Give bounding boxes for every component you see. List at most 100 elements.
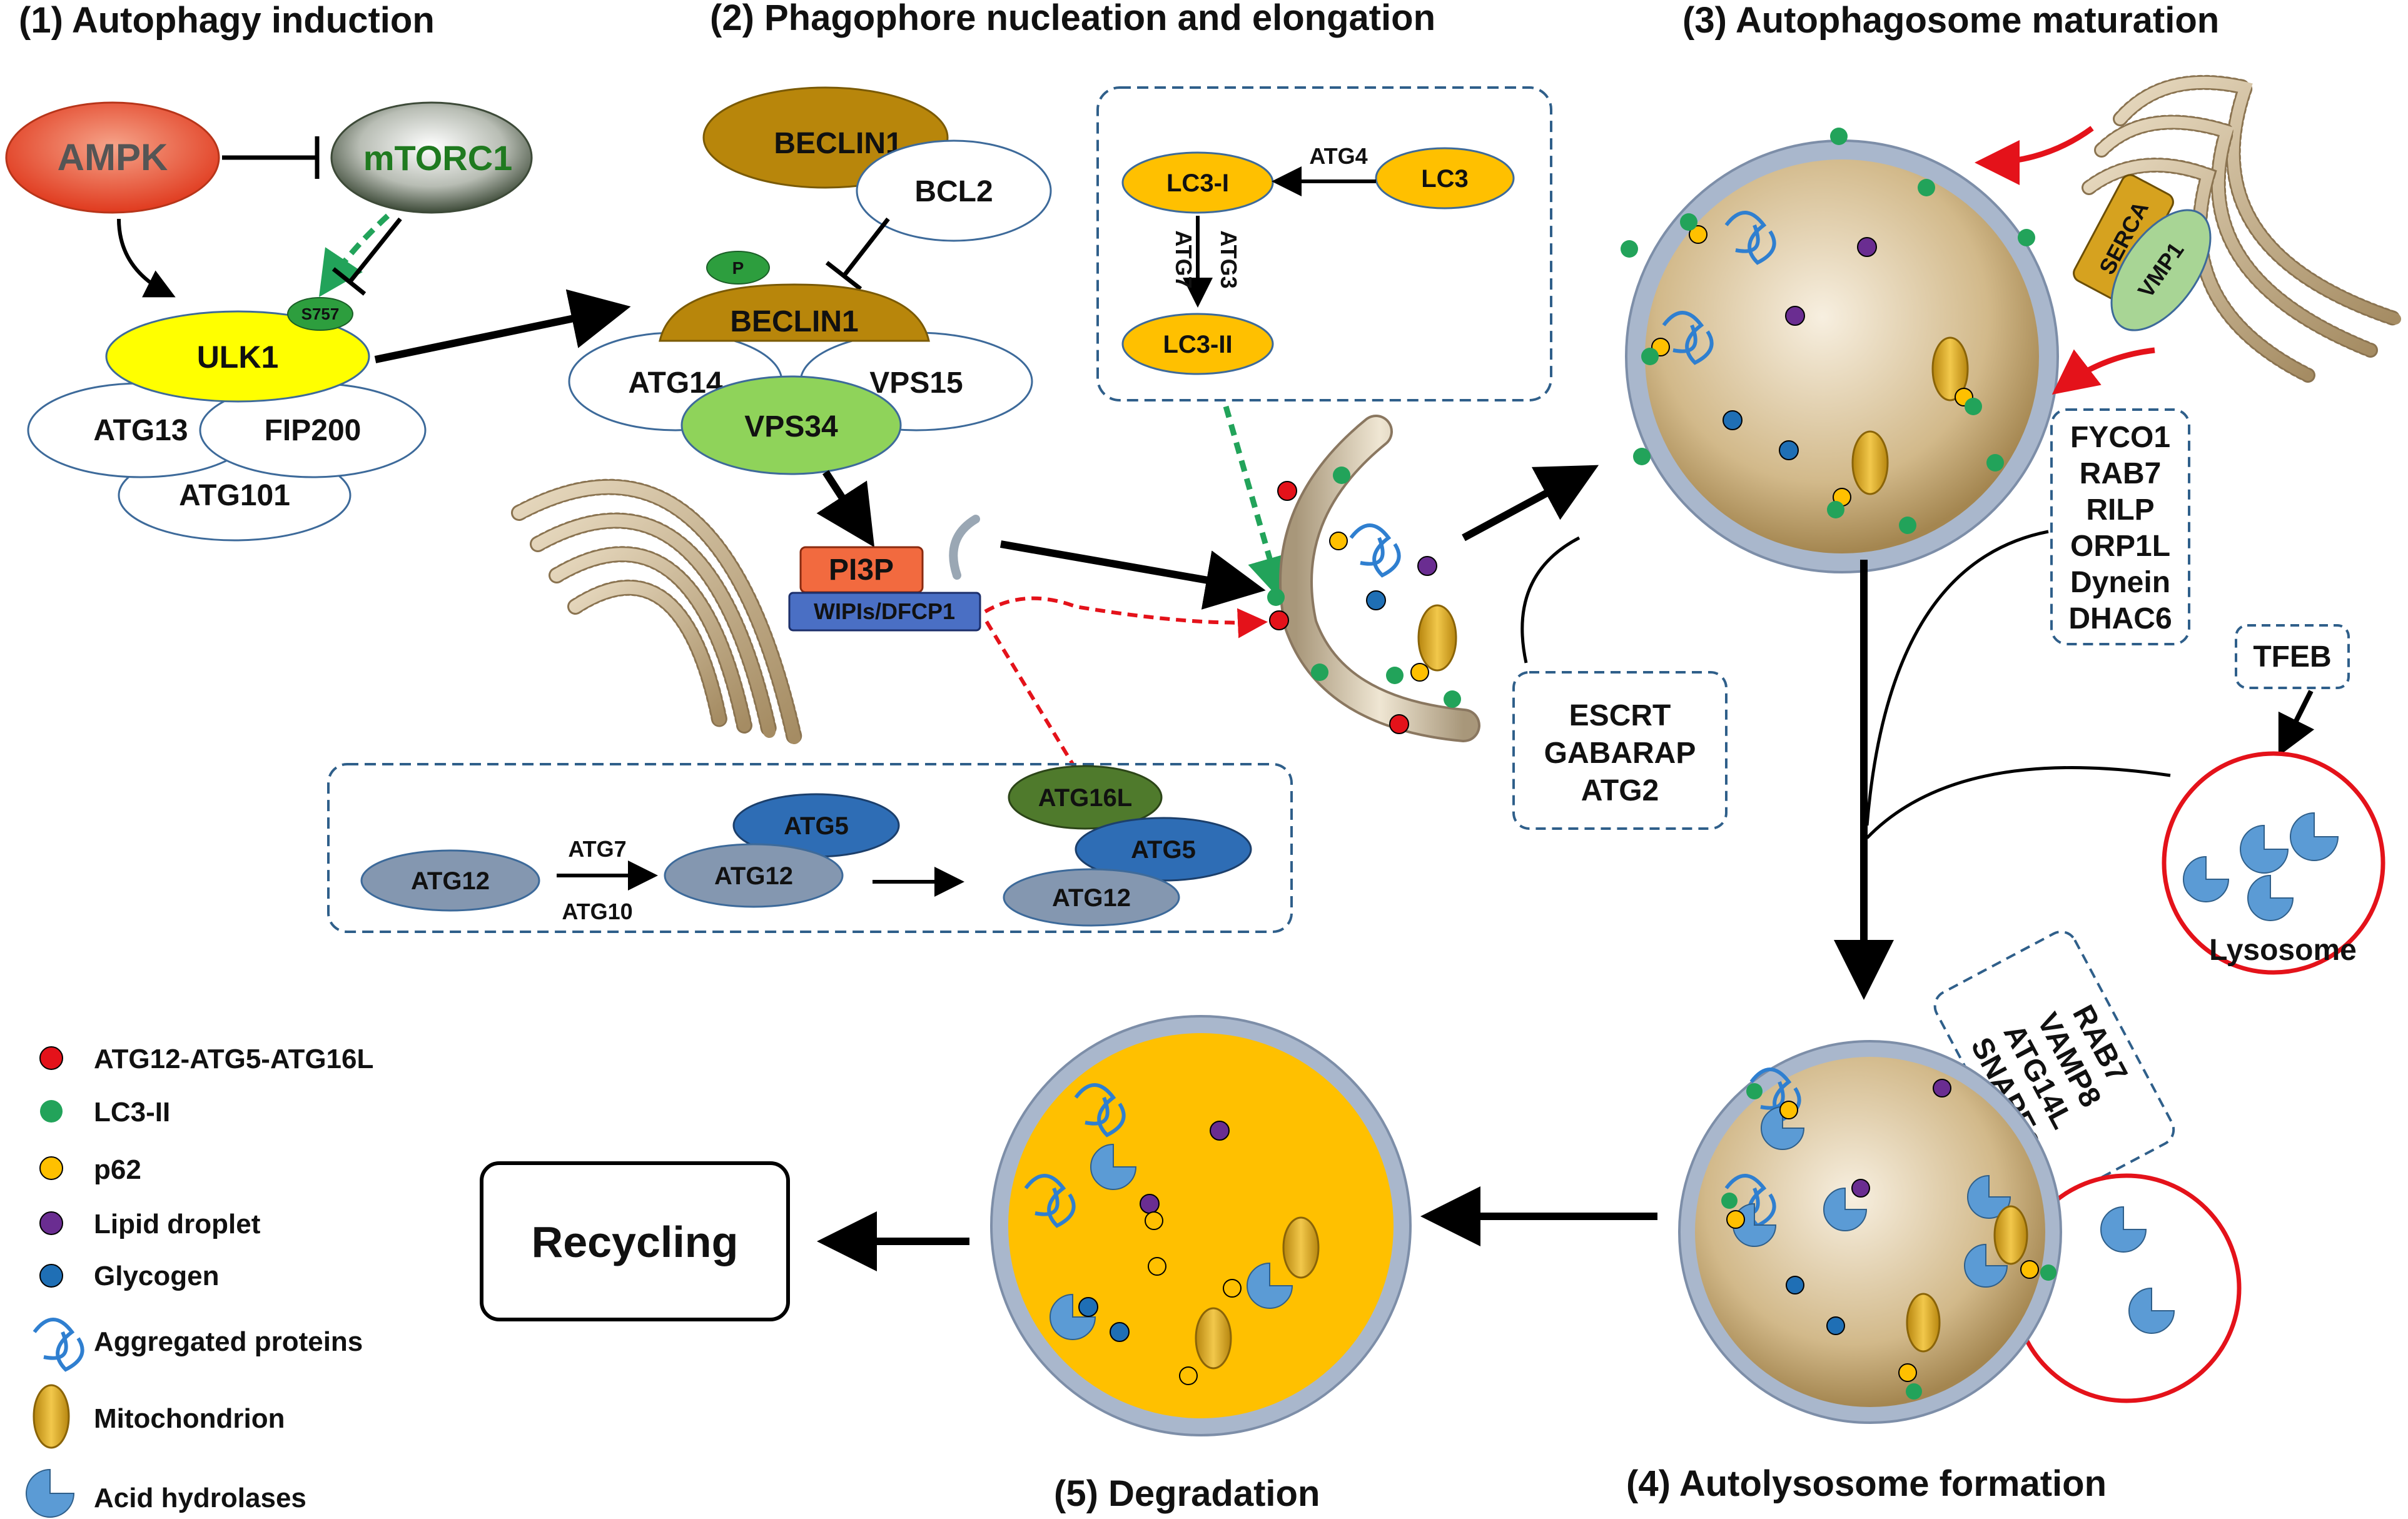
p62-dot bbox=[1689, 225, 1707, 244]
lc3ii-dot bbox=[1918, 179, 1935, 196]
fyco-curve bbox=[1865, 530, 2049, 826]
aggregate-icon bbox=[1074, 1083, 1126, 1138]
bcl2-label: BCL2 bbox=[914, 175, 993, 208]
hydrolase-icon bbox=[1823, 1187, 1868, 1231]
p62-dot bbox=[1726, 1210, 1745, 1229]
header-induction: (1) Autophagy induction bbox=[19, 0, 435, 41]
lc3ii-dot bbox=[1633, 448, 1651, 465]
p62-dot bbox=[1410, 663, 1429, 682]
beclin1-node bbox=[659, 283, 930, 342]
hydrolase-icon bbox=[2290, 812, 2339, 861]
phagophore bbox=[1267, 415, 1480, 742]
ampk-node bbox=[5, 101, 220, 214]
lc3-to-phagophore-dashed bbox=[1223, 405, 1292, 602]
lc3ii-dot bbox=[1827, 501, 1844, 518]
lc3ii-dot bbox=[1267, 588, 1285, 606]
vps34-to-pi3p-arrow bbox=[816, 470, 875, 548]
ulk1-node bbox=[105, 310, 370, 403]
hydrolase-icon bbox=[2183, 855, 2230, 902]
mtorc1-inhibits-ulk1 bbox=[348, 217, 402, 283]
mitochondrion-icon bbox=[1195, 1307, 1232, 1370]
snare-box-frame bbox=[1933, 931, 2175, 1206]
lipid-droplet bbox=[1851, 1179, 1870, 1198]
p62-dot bbox=[1329, 532, 1348, 550]
atg4-label: ATG4 bbox=[1309, 143, 1367, 169]
legend-label-0: ATG12-ATG5-ATG16L bbox=[94, 1044, 373, 1074]
mitochondrion-icon bbox=[1282, 1216, 1320, 1279]
lc3ii-dot bbox=[1333, 467, 1350, 484]
vps34-node bbox=[680, 375, 902, 475]
ulk1-label: ULK1 bbox=[197, 340, 279, 375]
glycogen bbox=[1779, 440, 1799, 460]
vmp1-node: VMP1 bbox=[2110, 209, 2212, 331]
hydrolase-icon bbox=[1050, 1293, 1096, 1340]
tfeb-label: TFEB bbox=[2253, 640, 2331, 674]
pi3p-label: PI3P bbox=[829, 553, 894, 587]
aggregate-icon bbox=[1662, 311, 1714, 365]
atg12-a-label: ATG12 bbox=[411, 867, 490, 895]
er-membrane-right bbox=[2082, 74, 2403, 383]
atg101-label: ATG101 bbox=[179, 479, 290, 512]
p-node bbox=[706, 251, 770, 285]
atg16l-to-wipi-dashed bbox=[983, 618, 1078, 770]
aggregate-icon bbox=[1349, 523, 1401, 578]
phagophore-cup-small bbox=[949, 515, 980, 580]
lc3ii-dot bbox=[1386, 667, 1404, 684]
legend-red-dot bbox=[39, 1046, 63, 1070]
lc3ii-dot bbox=[1311, 664, 1328, 681]
atg12-c-node bbox=[1003, 868, 1180, 927]
hydrolase-icon bbox=[1761, 1106, 1805, 1150]
lc3-label: LC3 bbox=[1421, 165, 1469, 193]
escrt-curve bbox=[1520, 536, 1581, 664]
lc3ii-dot bbox=[1986, 454, 2004, 472]
legend-yellow-dot bbox=[39, 1156, 63, 1180]
er-to-fyco-red-arrow bbox=[2051, 347, 2155, 395]
atg7-atg12-label: ATG7 bbox=[568, 836, 626, 862]
lc3ii-label: LC3-II bbox=[1163, 331, 1232, 358]
atg5-c-label: ATG5 bbox=[1131, 836, 1196, 864]
lc3-node bbox=[1375, 147, 1515, 209]
mtorc1-phospho-s757 bbox=[319, 213, 390, 297]
escrt-box: ESCRT GABARAP ATG2 bbox=[1512, 671, 1728, 830]
atg12-a-node bbox=[360, 849, 540, 912]
hydrolase-icon bbox=[1247, 1262, 1293, 1309]
er-membrane bbox=[511, 478, 802, 746]
tfeb-box: TFEB bbox=[2235, 624, 2350, 689]
atg3-label: ATG3 bbox=[1216, 230, 1242, 288]
lysosome-curve bbox=[1866, 766, 2171, 839]
fyco1-label: FYCO1 bbox=[2070, 421, 2170, 454]
atg12-b-node bbox=[664, 843, 844, 908]
vps34-label: VPS34 bbox=[744, 410, 838, 443]
beclin1-label: BECLIN1 bbox=[730, 305, 858, 338]
lipid-droplet bbox=[1933, 1079, 1951, 1098]
atg12-complex-dot bbox=[1389, 714, 1409, 734]
lipid-droplet bbox=[1210, 1121, 1230, 1141]
bcl2-node bbox=[856, 139, 1052, 242]
lipid-droplet bbox=[1857, 237, 1877, 257]
lysosome: Lysosome bbox=[2162, 751, 2385, 975]
header-maturation: (3) Autophagosome maturation bbox=[1682, 0, 2219, 41]
lc3ii-dot bbox=[1965, 398, 1982, 415]
lc3ii-dot bbox=[1680, 213, 1697, 231]
mtorc1-node bbox=[330, 101, 533, 214]
hydrolase-icon bbox=[1964, 1243, 2008, 1288]
orp1l-label: ORP1L bbox=[2070, 530, 2170, 563]
s757-label: S757 bbox=[301, 305, 340, 323]
lc3ii-dot bbox=[1899, 517, 1916, 534]
atg10-label: ATG10 bbox=[562, 899, 632, 924]
lipid-droplet bbox=[1785, 306, 1805, 326]
lc3ii-dot bbox=[1721, 1193, 1738, 1209]
hydrolase-icon bbox=[2247, 874, 2294, 921]
atg12-complex-dot bbox=[1269, 610, 1289, 630]
p62-dot bbox=[1898, 1363, 1917, 1382]
lipid-droplet bbox=[1140, 1194, 1160, 1214]
er-to-autophagosome-red-arrow bbox=[1975, 126, 2094, 185]
legend-label-3: Lipid droplet bbox=[94, 1209, 261, 1239]
legend-green-dot bbox=[40, 1100, 63, 1123]
p62-dot bbox=[1779, 1101, 1798, 1119]
legend-label-4: Glycogen bbox=[94, 1261, 220, 1291]
glycogen bbox=[1826, 1316, 1845, 1335]
recycling-box bbox=[480, 1161, 790, 1321]
p-label: P bbox=[732, 258, 744, 278]
recycling-label: Recycling bbox=[532, 1218, 739, 1266]
